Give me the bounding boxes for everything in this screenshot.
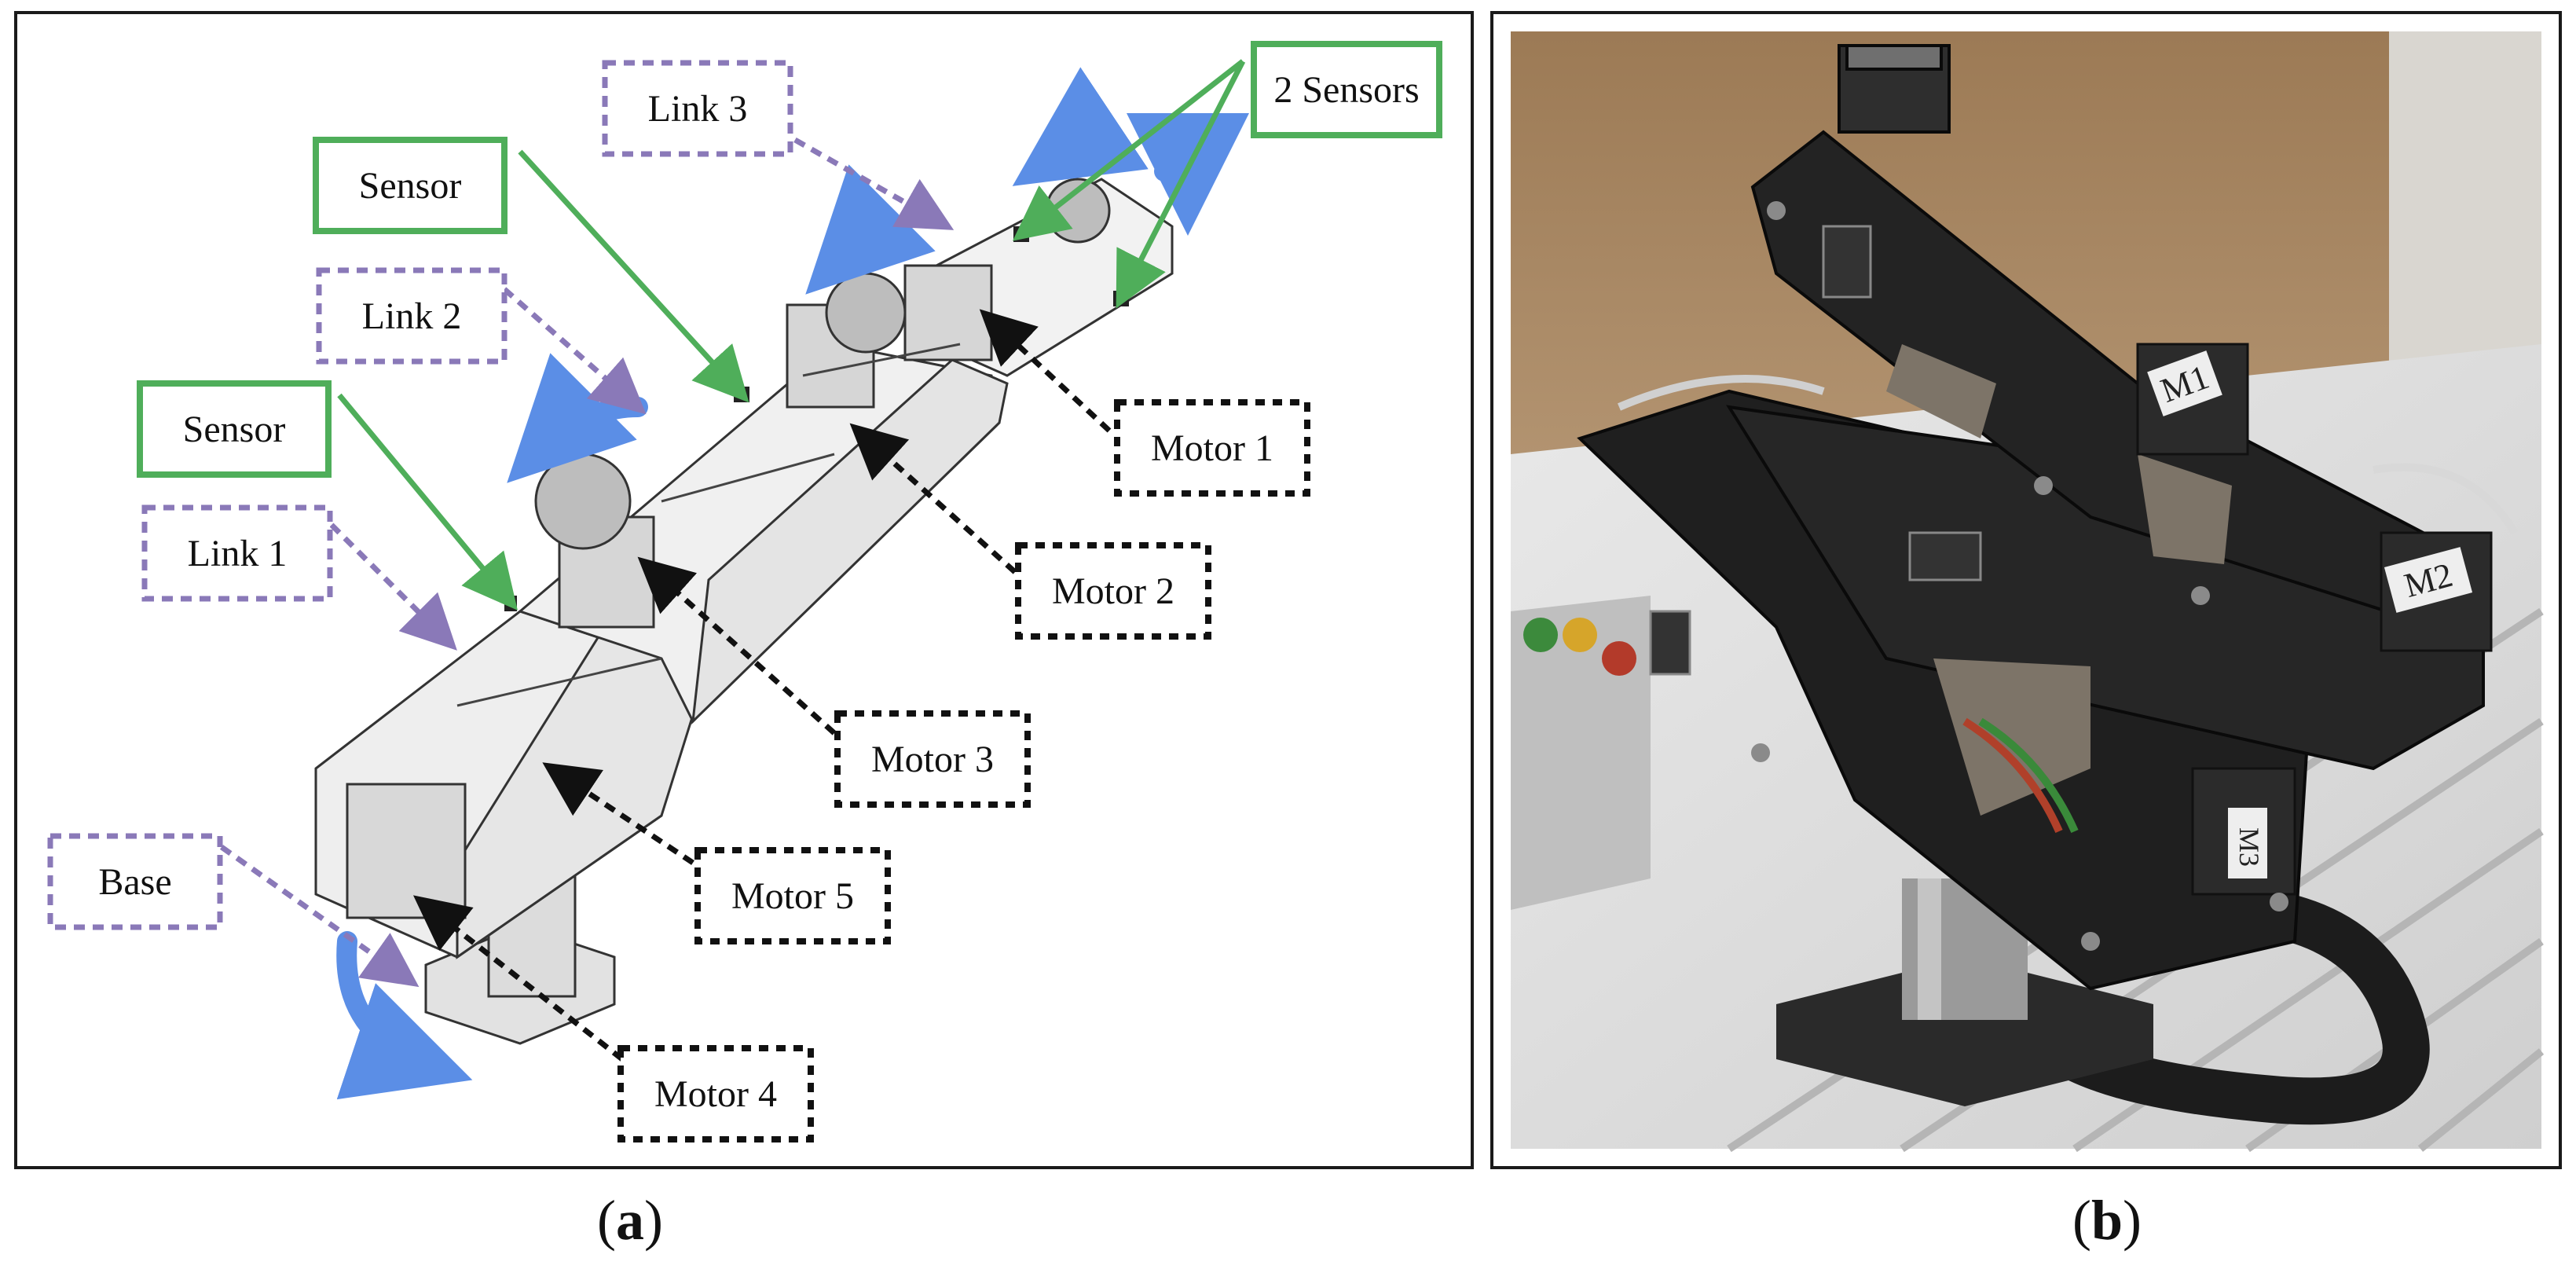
rotation-arrow-joint4 — [1012, 67, 1149, 186]
red-button — [1602, 641, 1636, 676]
svg-text:Motor 2: Motor 2 — [1052, 570, 1174, 612]
leader-sensor-top — [518, 149, 749, 403]
leader-link1 — [329, 523, 457, 651]
svg-text:Base: Base — [98, 861, 171, 903]
label-2-sensors: 2 Sensors — [1251, 41, 1442, 138]
yellow-button — [1563, 618, 1597, 652]
sensor-boards — [1649, 225, 1982, 676]
sensor-board-3 — [1649, 610, 1691, 676]
svg-text:Motor 3: Motor 3 — [871, 739, 994, 780]
leader-base — [219, 845, 420, 988]
cable-harness — [2020, 885, 2430, 1125]
leader-motor3 — [637, 556, 837, 735]
caption-b: (b) — [2072, 1189, 2142, 1252]
rotation-arrow-joint3 — [805, 164, 936, 295]
leader-2sensors-a — [1012, 59, 1245, 241]
label-motor3: Motor 3 — [834, 710, 1031, 808]
sensor-board-2 — [1908, 531, 1982, 581]
robot-photo-illustration: M1 M2 M3 — [1511, 31, 2545, 1153]
label-link2: Link 2 — [316, 267, 508, 365]
svg-text:Link 1: Link 1 — [188, 533, 288, 574]
label-sensor-top: Sensor — [313, 137, 508, 234]
panel-a-cad-diagram: Link 3 Link 2 Link 1 Base Sensor Sensor — [14, 11, 1474, 1169]
svg-text:Sensor: Sensor — [183, 409, 286, 450]
svg-text:2 Sensors: 2 Sensors — [1273, 69, 1419, 111]
svg-text:Link 2: Link 2 — [362, 295, 462, 337]
wire-bundles — [1618, 375, 2519, 834]
leader-2sensors-b — [1116, 60, 1246, 309]
svg-text:Sensor: Sensor — [359, 165, 462, 207]
leader-motor2 — [849, 423, 1017, 574]
link2-side-plate — [691, 358, 1009, 724]
label-motor5: Motor 5 — [694, 847, 891, 944]
label-base: Base — [47, 833, 223, 930]
plate-cutouts — [1886, 344, 2232, 816]
motor-stickers: M1 M2 M3 — [2147, 350, 2473, 878]
leader-link3 — [793, 137, 955, 230]
robot-arm-drawing — [314, 178, 1174, 1045]
label-link3: Link 3 — [602, 60, 793, 157]
caption-b-letter: b — [2090, 1189, 2123, 1252]
panel-b-photo: M1 M2 M3 — [1490, 11, 2562, 1169]
sticker-m3: M3 — [2233, 827, 2265, 867]
rotation-arrow-base — [336, 931, 473, 1100]
svg-text:Motor 5: Motor 5 — [731, 875, 854, 917]
caption-a: (a) — [597, 1189, 663, 1252]
label-sensor-mid: Sensor — [137, 380, 332, 478]
leader-sensor-mid — [337, 393, 518, 611]
cad-drawing: Link 3 Link 2 Link 1 Base Sensor Sensor — [47, 41, 1442, 1142]
svg-text:Motor 4: Motor 4 — [654, 1073, 777, 1115]
leader-motor1 — [979, 309, 1112, 433]
sensor-board-1 — [1822, 225, 1872, 299]
control-panel — [1511, 596, 1651, 910]
gear-joint-2 — [534, 453, 632, 550]
label-motor1: Motor 1 — [1114, 399, 1310, 497]
svg-text:Link 3: Link 3 — [648, 88, 748, 130]
motor-block-4 — [346, 783, 467, 919]
green-button — [1523, 618, 1558, 652]
leader-link2 — [502, 287, 647, 415]
caption-a-letter: a — [615, 1189, 644, 1252]
label-link1: Link 1 — [141, 504, 333, 602]
label-motor2: Motor 2 — [1015, 542, 1211, 640]
svg-text:Motor 1: Motor 1 — [1151, 427, 1273, 469]
bolts — [1751, 201, 2288, 951]
label-motor4: Motor 4 — [617, 1045, 814, 1142]
gear-joint-3 — [825, 272, 907, 354]
rotation-arrow-joint2 — [507, 353, 648, 483]
leader-motor5 — [542, 762, 694, 865]
leader-motor4 — [412, 895, 625, 1062]
